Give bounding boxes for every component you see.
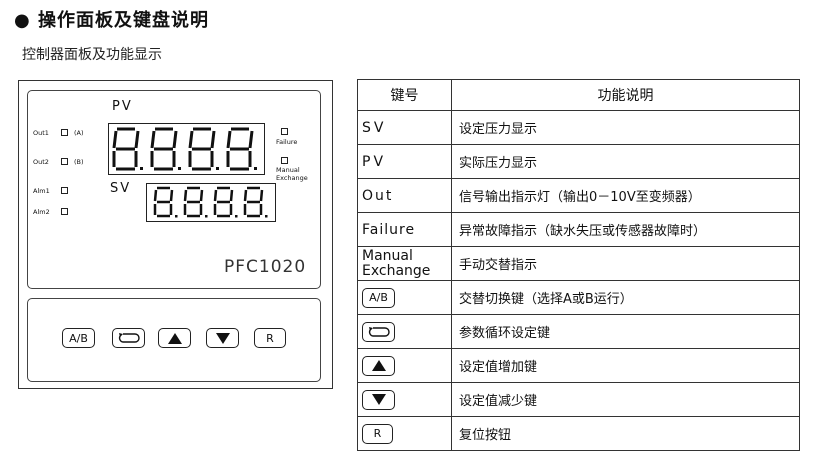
table-row: 参数循环设定键 (357, 314, 800, 349)
ab-key[interactable]: A/B (62, 328, 95, 348)
manual-label: Manual (276, 166, 300, 174)
row-key-manual-exchange: Manual Exchange (357, 246, 452, 281)
down-triangle-icon (371, 394, 386, 405)
row-desc: 交替切换键（选择A或B运行） (451, 280, 800, 315)
display-area: PV SV Out1 (A) Out2 (B) Alm1 Alm2 Failur… (27, 90, 321, 289)
alm2-label: Alm2 (33, 208, 50, 216)
up-key-sample (362, 355, 395, 376)
row-key-down (357, 382, 452, 417)
row-key-reset: R (357, 416, 452, 451)
row-desc: 参数循环设定键 (451, 314, 800, 349)
key-area: A/B R (27, 298, 321, 382)
pv-display (108, 123, 265, 175)
row-key-ab: A/B (357, 280, 452, 315)
row-desc: 设定压力显示 (451, 110, 800, 145)
down-triangle-icon (215, 332, 230, 344)
up-triangle-icon (167, 332, 182, 344)
row-desc: 异常故障指示（缺水失压或传感器故障时） (451, 212, 800, 247)
out1-tag: (A) (74, 129, 84, 137)
row-desc: 设定值增加键 (451, 348, 800, 383)
model-number: PFC1020 (224, 257, 307, 277)
cycle-key[interactable] (112, 328, 145, 348)
table-row: Out 信号输出指示灯（输出0－10V至变频器） (357, 178, 800, 213)
table-row: 设定值减少键 (357, 382, 800, 417)
table-row: R 复位按钮 (357, 416, 800, 451)
down-key[interactable] (206, 328, 239, 348)
row-desc: 设定值减少键 (451, 382, 800, 417)
table-row: SV 设定压力显示 (357, 110, 800, 145)
sv-label: SV (110, 181, 132, 196)
manual-exchange-led (281, 157, 288, 164)
reset-key[interactable]: R (254, 328, 286, 348)
row-desc: 信号输出指示灯（输出0－10V至变频器） (451, 178, 800, 213)
function-table: 键号 功能说明 SV 设定压力显示 PV 实际压力显示 Out 信号输出指示灯（… (357, 79, 800, 451)
cycle-key-sample (362, 321, 395, 342)
up-triangle-icon (371, 360, 386, 371)
page-title: ● 操作面板及键盘说明 (14, 6, 209, 32)
pv-label: PV (112, 99, 133, 114)
page-subtitle: 控制器面板及功能显示 (22, 47, 162, 63)
out2-led (61, 158, 68, 165)
reset-key-sample: R (362, 423, 393, 444)
header-desc: 功能说明 (451, 79, 800, 111)
row-desc: 实际压力显示 (451, 144, 800, 179)
alm2-led (61, 208, 68, 215)
out1-label: Out1 (33, 129, 49, 137)
table-row: Manual Exchange 手动交替指示 (357, 246, 800, 281)
failure-label: Failure (276, 138, 298, 146)
table-row: A/B 交替切换键（选择A或B运行） (357, 280, 800, 315)
sv-display (146, 183, 276, 222)
alm1-label: Alm1 (33, 187, 50, 195)
row-key-out: Out (357, 178, 452, 213)
page-title-text: 操作面板及键盘说明 (38, 10, 209, 31)
down-key-sample (362, 389, 395, 410)
out1-led (61, 129, 68, 136)
table-row: Failure 异常故障指示（缺水失压或传感器故障时） (357, 212, 800, 247)
table-header-row: 键号 功能说明 (357, 79, 800, 111)
cycle-icon (368, 326, 390, 337)
up-key[interactable] (158, 328, 191, 348)
row-desc: 复位按钮 (451, 416, 800, 451)
alm1-led (61, 187, 68, 194)
exchange-label: Exchange (276, 174, 308, 182)
failure-led (281, 128, 288, 135)
out2-label: Out2 (33, 158, 49, 166)
row-key-failure: Failure (357, 212, 452, 247)
row-key-pv: PV (357, 144, 452, 179)
row-key-up (357, 348, 452, 383)
row-key-sv: SV (357, 110, 452, 145)
row-key-manual: Manual (362, 247, 413, 264)
controller-panel: PV SV Out1 (A) Out2 (B) Alm1 Alm2 Failur… (18, 80, 333, 389)
header-key: 键号 (357, 79, 452, 111)
row-desc: 手动交替指示 (451, 246, 800, 281)
table-row: 设定值增加键 (357, 348, 800, 383)
row-key-exchange: Exchange (362, 262, 431, 279)
bullet-icon: ● (14, 10, 31, 31)
cycle-icon (118, 333, 140, 343)
ab-key-sample: A/B (362, 287, 395, 308)
row-key-cycle (357, 314, 452, 349)
out2-tag: (B) (74, 158, 84, 166)
table-row: PV 实际压力显示 (357, 144, 800, 179)
